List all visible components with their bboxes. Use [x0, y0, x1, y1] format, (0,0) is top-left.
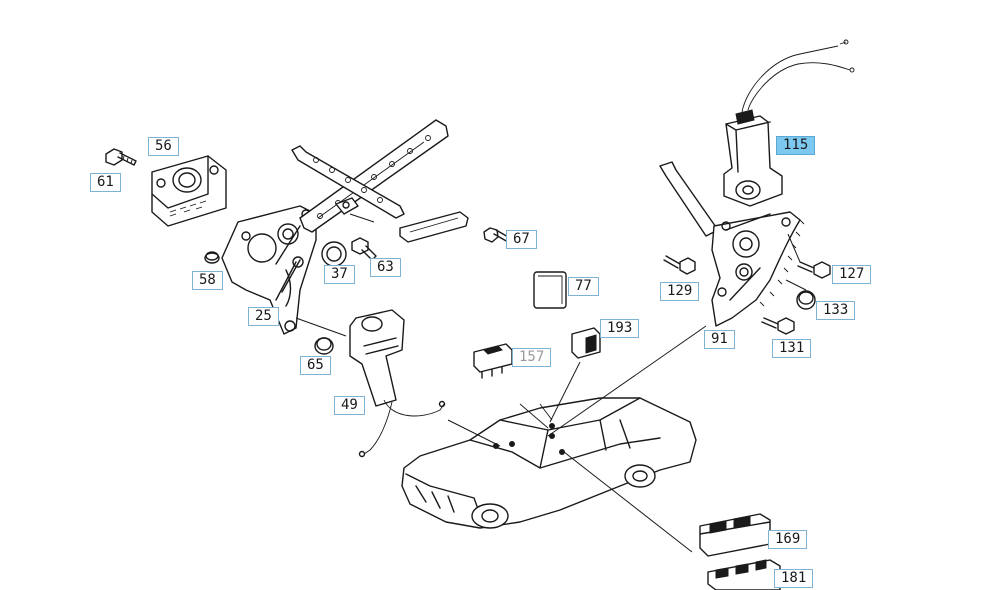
callout-56[interactable]: 56 — [148, 137, 179, 156]
callout-37[interactable]: 37 — [324, 265, 355, 284]
callout-77[interactable]: 77 — [568, 277, 599, 296]
part-37-washer[interactable] — [321, 241, 347, 267]
part-63-bolt[interactable] — [351, 237, 377, 261]
leader-lines — [295, 213, 807, 553]
part-25-regulator-plate[interactable] — [221, 205, 317, 335]
callout-115[interactable]: 115 — [776, 136, 816, 155]
part-157-switch[interactable] — [473, 343, 513, 379]
part-56-bracket-block[interactable] — [151, 155, 227, 227]
part-61-bolt[interactable] — [105, 148, 137, 166]
part-regulator-arms[interactable] — [291, 119, 469, 243]
part-193-switch[interactable] — [571, 327, 601, 359]
callout-63[interactable]: 63 — [370, 258, 401, 277]
callout-61[interactable]: 61 — [90, 173, 121, 192]
part-127-bolt[interactable] — [797, 261, 831, 279]
callout-131[interactable]: 131 — [772, 339, 812, 358]
part-115-window-motor[interactable] — [723, 39, 855, 207]
part-91-regulator-sector[interactable] — [659, 161, 805, 327]
callout-67[interactable]: 67 — [506, 230, 537, 249]
callout-181[interactable]: 181 — [774, 569, 814, 588]
part-67-bolt[interactable] — [483, 227, 511, 243]
part-131-bolt[interactable] — [761, 317, 795, 335]
callout-157[interactable]: 157 — [512, 348, 552, 367]
callout-91[interactable]: 91 — [704, 330, 735, 349]
callout-129[interactable]: 129 — [660, 282, 700, 301]
callout-49[interactable]: 49 — [334, 396, 365, 415]
part-49-window-motor[interactable] — [349, 309, 446, 458]
callout-193[interactable]: 193 — [600, 319, 640, 338]
part-169-switch-block[interactable] — [699, 513, 771, 557]
callout-58[interactable]: 58 — [192, 271, 223, 290]
part-181-switch-block[interactable] — [707, 559, 781, 590]
callout-169[interactable]: 169 — [768, 530, 808, 549]
vehicle-body — [401, 397, 697, 529]
part-133-nut[interactable] — [796, 290, 816, 310]
callout-127[interactable]: 127 — [832, 265, 872, 284]
part-129-bolt[interactable] — [663, 255, 696, 275]
callout-133[interactable]: 133 — [816, 301, 856, 320]
part-58-nut[interactable] — [204, 251, 220, 264]
part-65-nut[interactable] — [314, 337, 334, 355]
part-77-pad[interactable] — [533, 271, 567, 309]
callout-25[interactable]: 25 — [248, 307, 279, 326]
callout-65[interactable]: 65 — [300, 356, 331, 375]
